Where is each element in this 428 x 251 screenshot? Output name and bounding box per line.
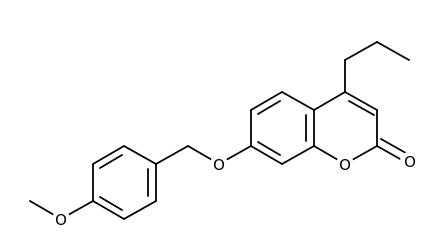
atom-labels: O O O O — [52, 152, 418, 229]
bond-c4a-c4 — [313, 91, 346, 111]
bond-c6-c5 — [250, 91, 283, 111]
carbonyl-oxygen-label: O — [404, 153, 416, 171]
ether-oxygen-label: O — [213, 156, 225, 174]
bond-ph-5-inner — [99, 154, 123, 169]
bond-c3-c4-double — [348, 100, 375, 116]
bond-c8-c7 — [250, 145, 283, 165]
bond-ph-3-inner — [99, 196, 123, 211]
bond-ch2-aryl — [155, 145, 189, 165]
bond-c5-c4a — [281, 91, 315, 111]
bond-ph-6 — [123, 145, 157, 165]
methoxyphenyl-ring — [92, 145, 157, 220]
benzo-ring — [250, 91, 315, 165]
bond-ph-2 — [123, 200, 157, 220]
bond-propyl-2 — [344, 41, 378, 61]
ring-oxygen-label: O — [339, 156, 351, 174]
bond-propyl-3 — [376, 41, 410, 61]
bond-c6-c5-inner — [257, 100, 281, 115]
propyl-chain — [344, 41, 410, 93]
pyranone-ring — [313, 91, 414, 165]
bond-ph-5 — [92, 145, 125, 165]
bond-c8a-c8 — [281, 145, 315, 165]
bond-ph-3 — [92, 200, 125, 220]
bond-c8-c7-inner — [257, 141, 281, 156]
methoxy-oxygen-label: O — [55, 211, 67, 229]
bond-c4-c3 — [344, 91, 378, 111]
benzyloxy-linker — [155, 145, 252, 165]
